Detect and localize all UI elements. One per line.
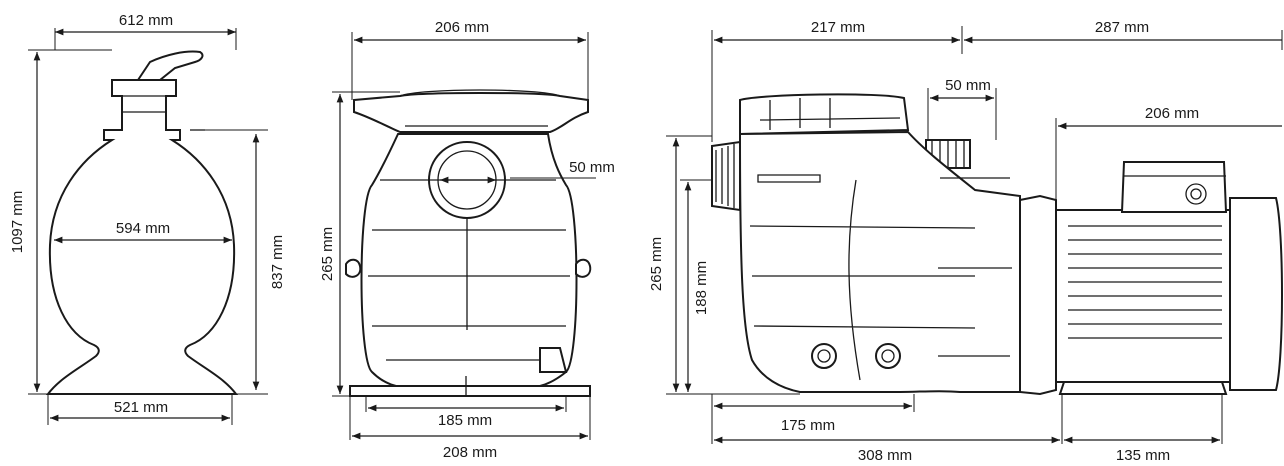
side-height-total-label: 265 mm <box>648 237 665 291</box>
filter-base-width-label: 521 mm <box>114 399 168 416</box>
motor-flange <box>1019 194 1057 396</box>
terminal-box <box>1120 161 1228 213</box>
basket-cage <box>368 179 570 361</box>
side-cage <box>749 177 1012 381</box>
side-foot-label: 135 mm <box>1116 447 1170 464</box>
side-top-left-label: 217 mm <box>811 19 865 36</box>
side-motor-label: 206 mm <box>1145 105 1199 122</box>
multiport-valve-handle <box>136 50 204 81</box>
motor-end-cap <box>1229 197 1283 391</box>
side-height-inlet-label: 188 mm <box>693 261 710 315</box>
side-lid <box>739 93 910 136</box>
pump-front-port-label: 50 mm <box>569 159 615 176</box>
side-base-front-label: 175 mm <box>781 417 835 434</box>
motor-foot <box>1058 381 1228 395</box>
filter-width-top-label: 612 mm <box>119 12 173 29</box>
filter-tank <box>45 79 239 395</box>
pump-side-dimensions: 217 mm 287 mm 50 mm 206 mm 265 mm 188 mm… <box>648 19 1283 464</box>
filter-dimensions: 612 mm 1097 mm 594 mm 837 mm 521 mm <box>9 12 286 425</box>
filter-side-height-label: 837 mm <box>269 235 286 289</box>
pump-side-drawing <box>711 93 1283 396</box>
side-length-total-label: 308 mm <box>858 447 912 464</box>
filter-body-width-label: 594 mm <box>116 220 170 237</box>
pump-front-base-outer-label: 208 mm <box>443 444 497 461</box>
pump-front-dimensions: 206 mm 265 mm 50 mm 185 mm 208 mm <box>319 19 615 461</box>
drain-plug-2 <box>875 343 901 369</box>
drain-plug-1 <box>811 343 837 369</box>
pump-front-base-inner-label: 185 mm <box>438 412 492 429</box>
filter-height-label: 1097 mm <box>9 191 26 254</box>
side-top-right-label: 287 mm <box>1095 19 1149 36</box>
pump-front-width-label: 206 mm <box>435 19 489 36</box>
pump-front-drawing <box>345 89 592 397</box>
side-outlet-label: 50 mm <box>945 77 991 94</box>
pump-lid <box>353 92 589 133</box>
pump-front-base <box>349 385 591 397</box>
pump-front-height-label: 265 mm <box>319 227 336 281</box>
